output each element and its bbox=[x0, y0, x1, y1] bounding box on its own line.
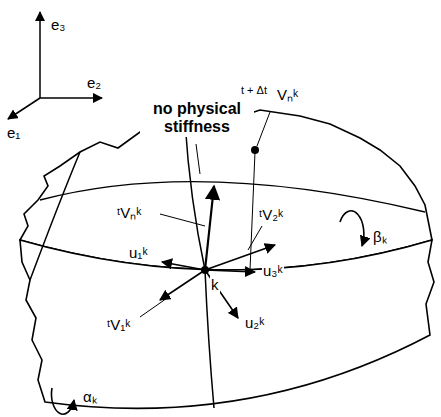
node-point bbox=[201, 266, 209, 274]
vector-label: ᵗVₙᵏ bbox=[116, 204, 142, 221]
axes bbox=[8, 12, 102, 119]
vector-label: ᵗV₁ᵏ bbox=[106, 316, 131, 333]
axis-label: e₃ bbox=[50, 16, 66, 33]
displacement-label: u₃ᵏ bbox=[262, 262, 284, 279]
axis-label: e₂ bbox=[86, 74, 102, 91]
element-lines bbox=[30, 122, 425, 408]
node-vectors bbox=[51, 112, 363, 414]
node-label: k bbox=[210, 276, 220, 293]
time-superscript: t + Δt bbox=[240, 84, 268, 97]
vector-label: Vₙᵏ bbox=[276, 86, 299, 103]
displacement-label: u₂ᵏ bbox=[244, 314, 265, 331]
rotation-label: αₖ bbox=[82, 388, 98, 405]
vector-label: ᵗV₂ᵏ bbox=[258, 206, 284, 223]
shell-body bbox=[20, 110, 434, 408]
axis-label: e₁ bbox=[6, 124, 21, 141]
displacement-label: u₁ᵏ bbox=[128, 244, 149, 261]
note: no physical stiffness bbox=[140, 100, 254, 137]
rotation-label: βₖ bbox=[372, 228, 388, 245]
displaced-point bbox=[251, 146, 259, 154]
